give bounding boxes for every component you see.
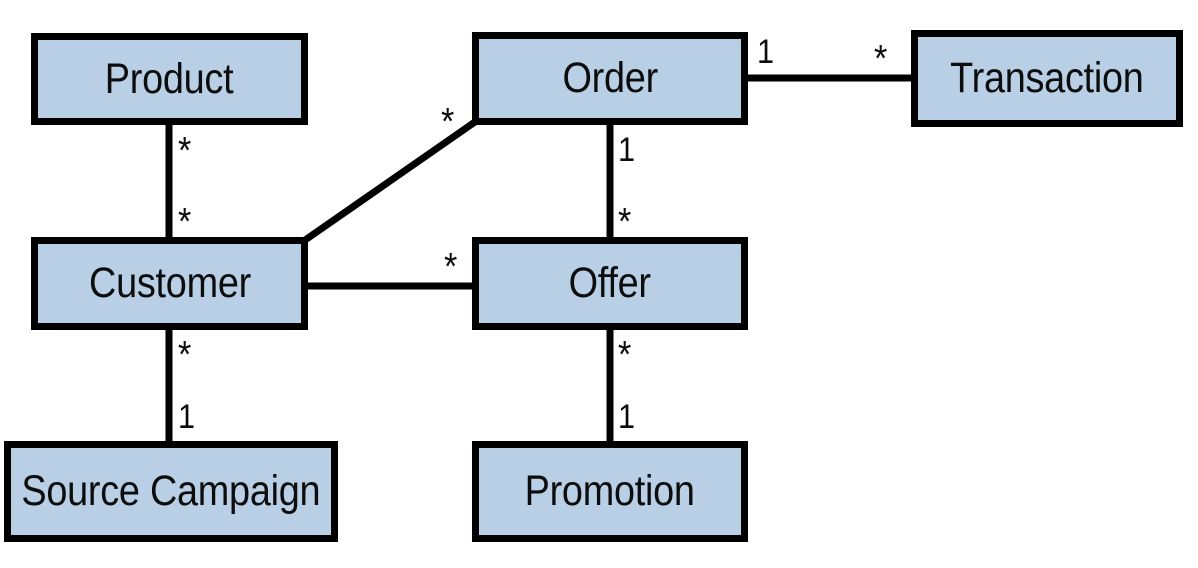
multiplicity-label-customer-offer-to: *	[444, 246, 458, 288]
entity-label-offer: Offer	[568, 259, 652, 307]
multiplicity-label-order-offer-to: *	[618, 201, 632, 243]
multiplicity-label-product-customer-to: *	[178, 201, 192, 243]
multiplicity-label-customer-source-campaign-from: *	[178, 334, 192, 376]
multiplicity-label-offer-promotion-to: 1	[618, 398, 636, 436]
entity-box-offer[interactable]: Offer	[472, 237, 748, 330]
entity-box-customer[interactable]: Customer	[31, 237, 308, 330]
entity-label-promotion: Promotion	[524, 467, 696, 515]
multiplicity-label-order-transaction-to: *	[874, 38, 888, 80]
entity-label-product: Product	[105, 54, 234, 103]
entity-box-source-campaign[interactable]: Source Campaign	[4, 441, 338, 542]
multiplicity-label-order-transaction-from: 1	[757, 33, 775, 71]
entity-label-transaction: Transaction	[950, 54, 1144, 102]
entity-label-customer: Customer	[88, 259, 251, 307]
multiplicity-label-customer-order-to: *	[441, 101, 455, 143]
entity-box-transaction[interactable]: Transaction	[911, 30, 1183, 127]
entity-label-source-campaign: Source Campaign	[21, 467, 321, 515]
multiplicity-label-offer-promotion-from: *	[618, 334, 632, 376]
multiplicity-label-order-offer-from: 1	[618, 131, 636, 169]
entity-box-product[interactable]: Product	[31, 33, 308, 125]
multiplicity-label-customer-source-campaign-to: 1	[178, 398, 196, 436]
multiplicity-label-product-customer-from: *	[178, 130, 192, 172]
entity-label-order: Order	[562, 54, 658, 102]
relationship-edge-customer-order	[303, 119, 477, 243]
entity-box-order[interactable]: Order	[472, 32, 748, 125]
entity-box-promotion[interactable]: Promotion	[472, 441, 748, 542]
